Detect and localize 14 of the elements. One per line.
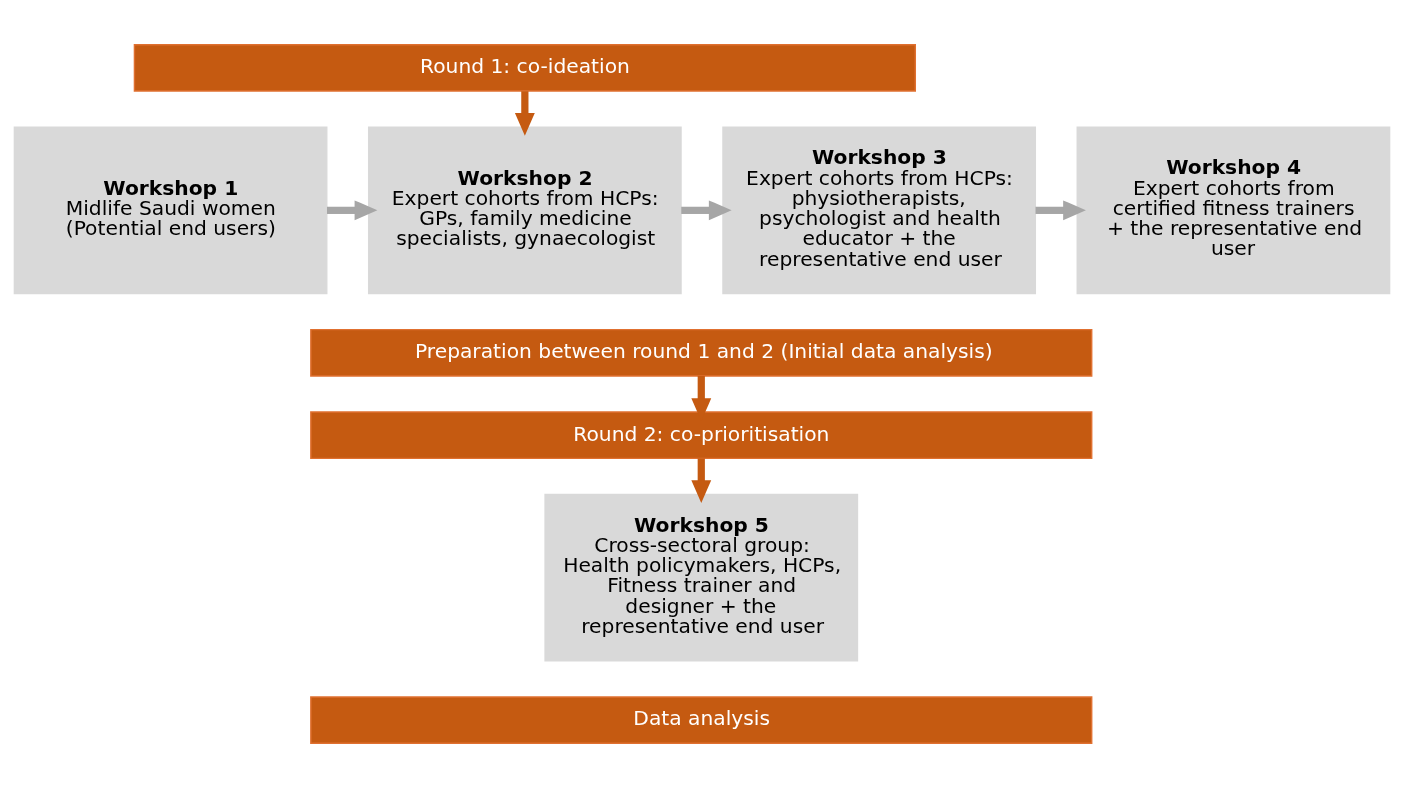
- node-box: Workshop 5 Cross-sectoral group: Health policymakers, HCPs, Fitness trainer and designer + the representative end user: [544, 493, 859, 661]
- arrow: [514, 90, 535, 136]
- node-box: Preparation between round 1 and 2 (Initial data analysis): [310, 328, 1093, 377]
- arrow: [691, 457, 712, 503]
- node-box: Workshop 1 Midlife Saudi women (Potential end users): [13, 126, 328, 294]
- node-box: Data analysis: [310, 695, 1093, 744]
- node-box: Workshop 3 Expert cohorts from HCPs: physiotherapists, psychologist and health educator + the representative end user: [722, 126, 1037, 294]
- arrow: [681, 199, 732, 220]
- node-box: Round 2: co-prioritisation: [310, 410, 1093, 459]
- node-box: Round 1: co-ideation: [133, 43, 916, 92]
- node-box: Workshop 2 Expert cohorts from HCPs: GPs, family medicine specialists, gynaecologist: [367, 126, 682, 294]
- arrow: [1035, 199, 1086, 220]
- arrow: [326, 199, 378, 220]
- node-box: Workshop 4 Expert cohorts from certified fitness trainers + the representative end user: [1076, 126, 1391, 294]
